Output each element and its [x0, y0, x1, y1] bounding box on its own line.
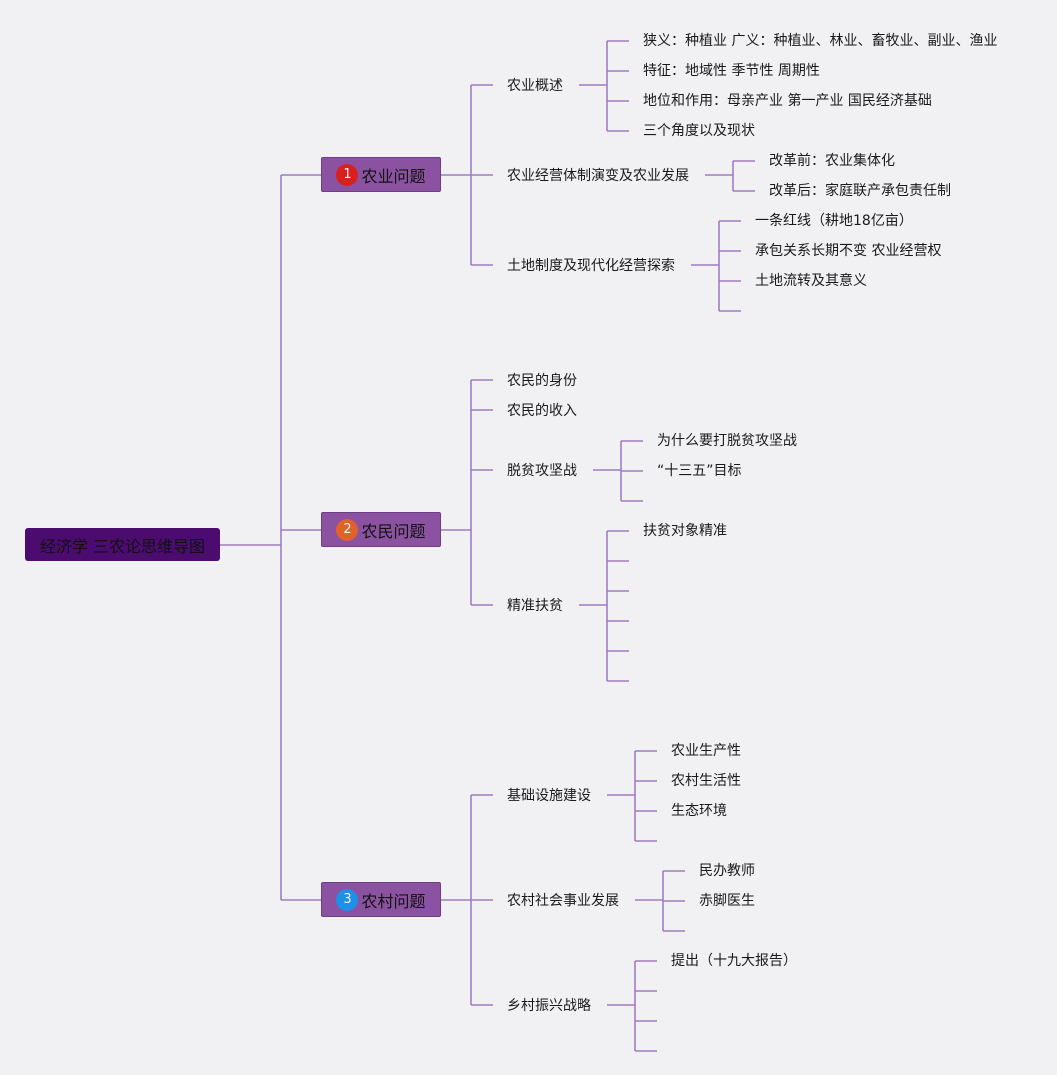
leaf-item[interactable]: 承包关系长期不变 农业经营权	[755, 243, 942, 259]
branch-label: 农村问题	[361, 891, 426, 911]
topic-agri-management-system[interactable]: 农业经营体制演变及农业发展	[507, 168, 689, 184]
leaf-item[interactable]: 赤脚医生	[699, 893, 755, 909]
branch-label: 农业问题	[361, 166, 426, 186]
leaf-item[interactable]: 地位和作用：母亲产业 第一产业 国民经济基础	[643, 93, 932, 109]
topic-poverty-alleviation[interactable]: 脱贫攻坚战	[507, 463, 577, 479]
leaf-item[interactable]: 提出（十九大报告）	[671, 953, 797, 969]
branch-rural[interactable]: 3 农村问题	[321, 882, 441, 917]
leaf-item[interactable]: “十三五”目标	[657, 463, 742, 479]
leaf-item[interactable]: 扶贫对象精准	[643, 523, 727, 539]
leaf-item[interactable]: 三个角度以及现状	[643, 123, 755, 139]
leaf-item[interactable]: 改革后：家庭联产承包责任制	[769, 183, 951, 199]
leaf-item[interactable]: 民办教师	[699, 863, 755, 879]
branch-farmers[interactable]: 2 农民问题	[321, 512, 441, 547]
leaf-item[interactable]: 为什么要打脱贫攻坚战	[657, 433, 797, 449]
number-badge-2: 2	[336, 518, 359, 541]
leaf-item[interactable]: 改革前：农业集体化	[769, 153, 895, 169]
topic-rural-revitalization[interactable]: 乡村振兴战略	[507, 998, 591, 1014]
leaf-item[interactable]: 土地流转及其意义	[755, 273, 867, 289]
root-node[interactable]: 经济学 三农论思维导图	[25, 528, 220, 561]
number-badge-3: 3	[336, 888, 359, 911]
branch-label: 农民问题	[361, 521, 426, 541]
leaf-item[interactable]: 一条红线（耕地18亿亩）	[755, 213, 913, 229]
leaf-item[interactable]: 狭义：种植业 广义：种植业、林业、畜牧业、副业、渔业	[643, 33, 998, 49]
leaf-item[interactable]: 特征：地域性 季节性 周期性	[643, 63, 820, 79]
topic-agriculture-overview[interactable]: 农业概述	[507, 78, 563, 94]
root-label: 经济学 三农论思维导图	[39, 536, 206, 556]
topic-land-system[interactable]: 土地制度及现代化经营探索	[507, 258, 675, 274]
topic-targeted-poverty[interactable]: 精准扶贫	[507, 598, 563, 614]
topic-farmer-identity[interactable]: 农民的身份	[507, 373, 577, 389]
topic-farmer-income[interactable]: 农民的收入	[507, 403, 577, 419]
branch-agriculture[interactable]: 1 农业问题	[321, 157, 441, 192]
leaf-item[interactable]: 农业生产性	[671, 743, 741, 759]
topic-infrastructure[interactable]: 基础设施建设	[507, 788, 591, 804]
number-badge-1: 1	[336, 163, 359, 186]
topic-rural-social-services[interactable]: 农村社会事业发展	[507, 893, 619, 909]
leaf-item[interactable]: 农村生活性	[671, 773, 741, 789]
leaf-item[interactable]: 生态环境	[671, 803, 727, 819]
